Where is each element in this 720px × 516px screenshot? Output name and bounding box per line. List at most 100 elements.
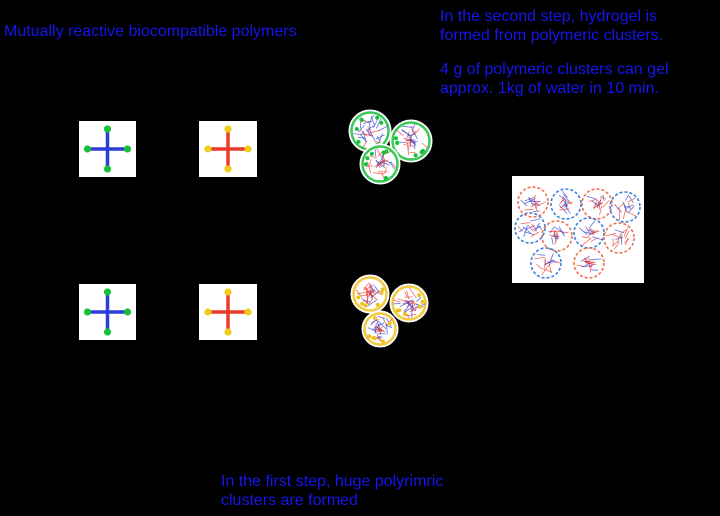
cluster-yellow-3 [361, 310, 399, 348]
polymer-strand [375, 318, 380, 327]
cluster-green-2 [389, 119, 433, 163]
cluster-green-3 [359, 143, 401, 185]
polymer-strand [395, 129, 404, 137]
polymer-strand [374, 140, 382, 144]
polymer-strand [530, 218, 541, 222]
second-step-line-2: formed from polymeric clusters. [440, 27, 664, 44]
polymer-strand [627, 205, 635, 214]
polymer-strand [401, 129, 411, 137]
polymer-strand [372, 119, 378, 128]
cluster-end-group [383, 176, 388, 180]
reactive-end-group [244, 145, 252, 153]
polymers-heading-text: Mutually reactive biocompatible polymers [4, 23, 297, 40]
second-step-line-1: In the second step, hydrogel is [440, 8, 658, 25]
cluster-end-group [413, 153, 418, 158]
polymer-strand [532, 210, 540, 212]
polymer-strand [366, 295, 369, 304]
polymer-strand [553, 234, 559, 240]
polymer-strand [406, 290, 410, 300]
polymer-strand [392, 299, 401, 303]
polymer-strand [382, 317, 387, 325]
polymer-strand [580, 255, 590, 262]
gelation-rate-caption: 4 g of polymeric clusters can gel approx… [440, 60, 720, 98]
cluster-end-group [356, 139, 361, 144]
polymer-strand [392, 303, 401, 305]
cluster-end-group [379, 290, 384, 295]
polymer-strand [355, 289, 363, 298]
polymer-strand [520, 222, 531, 225]
polymer-strand [362, 130, 367, 142]
hydrogel-bead-2 [550, 188, 582, 220]
reactive-end-group [103, 328, 112, 336]
polymer-strand [363, 283, 368, 291]
hydrogel-bead-1 [517, 186, 549, 218]
polymer-strand [622, 209, 626, 220]
polymer-strand [366, 300, 377, 307]
polymer-strand [411, 123, 416, 132]
hydrogel-bead-8 [603, 222, 635, 254]
bead-shell [581, 188, 613, 220]
polymer-strand [628, 195, 634, 203]
polymer-strand [627, 205, 634, 207]
reactive-end-group [123, 145, 132, 153]
polymer-strand [518, 228, 525, 233]
polymer-clusters [348, 109, 433, 348]
cluster-end-group [394, 136, 398, 141]
reactive-end-group [224, 125, 232, 133]
polymer-strand [533, 200, 538, 209]
polymer-strand [375, 134, 385, 140]
reactive-end-group [244, 308, 252, 316]
polymer-strand [562, 190, 568, 198]
polymer-strand [591, 229, 599, 235]
polymer-strand [367, 327, 377, 333]
polymer-strand [369, 159, 372, 166]
bead-shell [541, 220, 573, 252]
polymer-strand [362, 299, 371, 303]
polymer-strand [367, 126, 370, 137]
polymer-strand [416, 296, 422, 303]
polymer-strand [357, 136, 366, 139]
polymer-strand [566, 201, 573, 205]
polymer-strand [605, 232, 617, 237]
reactive-end-group [204, 145, 212, 153]
polymer-strand [378, 330, 386, 332]
polymer-strand [375, 159, 386, 168]
cluster-end-group [402, 312, 407, 317]
polymer-strand [384, 160, 392, 164]
polymer-strand [370, 129, 381, 133]
reactive-end-group [123, 308, 132, 316]
polymer-strand [537, 254, 546, 256]
polymer-strand [353, 133, 363, 135]
cluster-end-group [373, 316, 377, 321]
polymer-strand [390, 161, 397, 169]
polymer-strand [546, 262, 552, 269]
monomer-red-yellow-top [199, 121, 257, 177]
cluster-end-group [363, 162, 368, 167]
first-step-line-1: In the first step, huge polyrimric [221, 473, 444, 490]
polymer-strand [581, 265, 593, 267]
second-step-caption: In the second step, hydrogel is formed f… [440, 7, 720, 45]
polymer-strand [367, 290, 375, 294]
polymer-strand [586, 229, 596, 233]
polymers-heading: Mutually reactive biocompatible polymers [4, 22, 297, 41]
polymer-strand [592, 236, 603, 241]
cluster-end-group [354, 127, 359, 131]
polymer-strand [541, 267, 547, 276]
reactive-end-group [83, 145, 92, 153]
polymer-strand [406, 141, 410, 150]
polymer-strand [524, 231, 535, 235]
polymer-strand [520, 199, 528, 207]
polymer-strand [366, 165, 373, 168]
cluster-end-group [418, 304, 423, 309]
polymer-strand [616, 202, 625, 210]
polymer-strand [365, 129, 372, 137]
polymer-strand [551, 236, 554, 245]
polymer-strand [374, 285, 379, 292]
polymer-strand [583, 260, 596, 263]
polymer-strand [534, 257, 546, 260]
polymer-strand [588, 198, 598, 202]
polymer-strand [412, 130, 418, 140]
cluster-end-group [360, 301, 365, 306]
reactive-end-group [103, 165, 112, 173]
cluster-end-group [367, 334, 372, 339]
